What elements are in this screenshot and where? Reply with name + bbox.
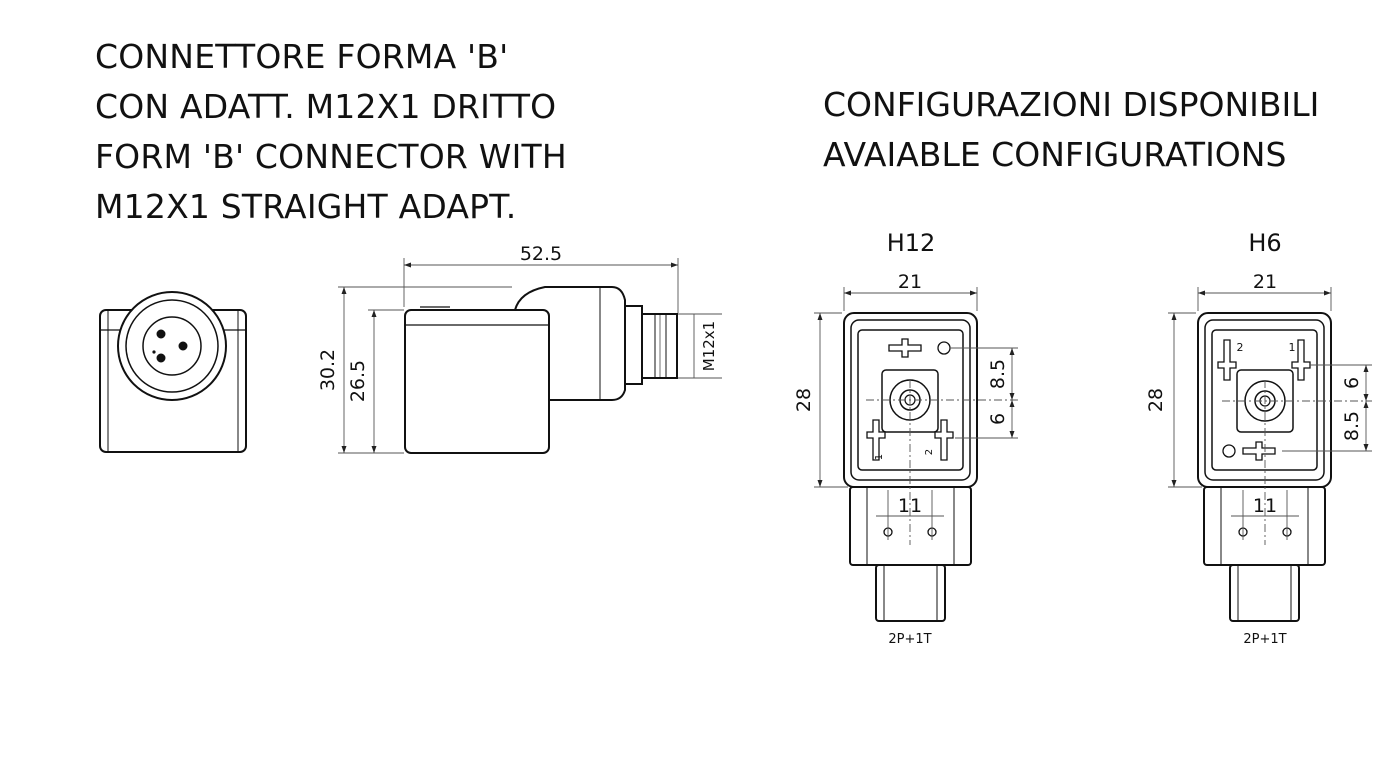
h6-dim-lower: 8.5 bbox=[1341, 411, 1363, 441]
h12-label: H12 bbox=[887, 229, 936, 257]
h6-label: H6 bbox=[1248, 229, 1281, 257]
h12-pin-right-number: 2 bbox=[924, 449, 935, 455]
configurations-heading-en: AVAIABLE CONFIGURATIONS bbox=[823, 135, 1287, 174]
dim-length: 52.5 bbox=[520, 243, 562, 265]
side-view-dimensions bbox=[338, 258, 722, 454]
title-line-1: CONNETTORE FORMA 'B' bbox=[95, 37, 509, 76]
dim-thread: M12x1 bbox=[700, 321, 718, 371]
h6-dim-width: 21 bbox=[1253, 271, 1277, 293]
h6-dim-pitch: 11 bbox=[1253, 495, 1277, 517]
h6-pin-right-number: 1 bbox=[1289, 341, 1296, 354]
h12-dim-width: 21 bbox=[898, 271, 922, 293]
h6-dim-upper: 6 bbox=[1341, 377, 1363, 389]
dim-height-total: 30.2 bbox=[317, 349, 339, 391]
configurations-heading: CONFIGURAZIONI DISPONIBILI AVAIABLE CONF… bbox=[823, 80, 1319, 180]
h6-dim-height: 28 bbox=[1145, 388, 1167, 412]
h12-pin-count: 2P+1T bbox=[888, 632, 931, 647]
title-block: CONNETTORE FORMA 'B' CON ADATT. M12X1 DR… bbox=[95, 32, 567, 232]
configurations-heading-it: CONFIGURAZIONI DISPONIBILI bbox=[823, 85, 1320, 124]
h12-dim-lower: 6 bbox=[987, 413, 1009, 425]
h6-pin-left-number: 2 bbox=[1237, 341, 1244, 354]
h6-dimensions bbox=[1168, 287, 1372, 545]
h12-dimensions bbox=[814, 287, 1018, 545]
h12-dim-height: 28 bbox=[793, 388, 815, 412]
title-line-2: CON ADATT. M12X1 DRITTO bbox=[95, 87, 557, 126]
h6-drawing bbox=[1197, 312, 1332, 622]
title-line-3: FORM 'B' CONNECTOR WITH bbox=[95, 137, 567, 176]
h12-pin-left-number: 1 bbox=[874, 454, 885, 460]
h12-drawing bbox=[843, 312, 978, 622]
h12-dim-upper: 8.5 bbox=[987, 359, 1009, 389]
h6-pin-count: 2P+1T bbox=[1243, 632, 1286, 647]
dim-height-body: 26.5 bbox=[347, 360, 369, 402]
h12-dim-pitch: 11 bbox=[898, 495, 922, 517]
front-view bbox=[99, 291, 247, 453]
side-view bbox=[404, 286, 678, 454]
title-line-4: M12X1 STRAIGHT ADAPT. bbox=[95, 187, 517, 226]
